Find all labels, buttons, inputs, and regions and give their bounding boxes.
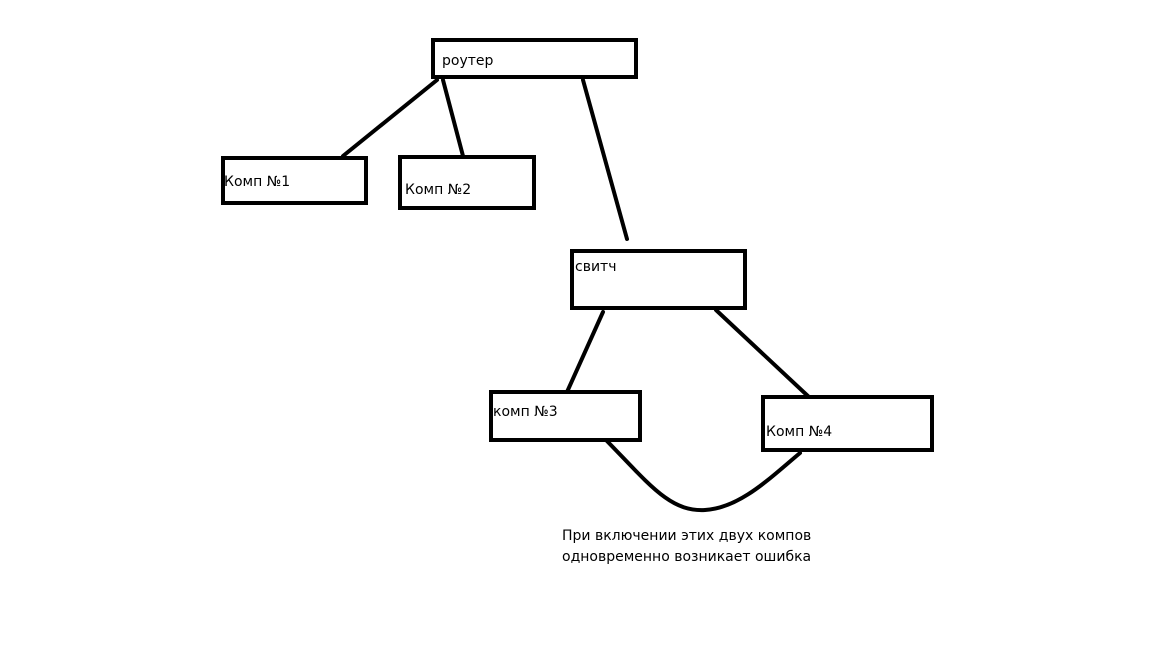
switch-label: свитч	[575, 259, 617, 275]
note-line-2: одновременно возникает ошибка	[562, 549, 812, 565]
note-line-1: При включении этих двух компов	[562, 528, 812, 544]
comp4-label: Комп №4	[766, 424, 833, 440]
comp3-node	[489, 390, 642, 442]
comp1-node	[221, 156, 368, 205]
comp2-label: Комп №2	[405, 182, 472, 198]
switch-node	[570, 249, 747, 310]
link-router-switch	[581, 78, 629, 241]
link-switch-comp3	[565, 310, 605, 394]
comp1-label: Комп №1	[224, 174, 291, 190]
link-switch-comp4	[714, 308, 812, 400]
router-node	[431, 38, 638, 79]
link-comp3-comp4-curve	[604, 438, 802, 513]
comp3-label: комп №3	[493, 404, 558, 420]
link-router-comp1	[341, 78, 439, 158]
link-router-comp2	[441, 78, 465, 158]
router-label: роутер	[442, 53, 494, 69]
comp2-node	[398, 155, 536, 210]
comp4-node	[761, 395, 934, 452]
